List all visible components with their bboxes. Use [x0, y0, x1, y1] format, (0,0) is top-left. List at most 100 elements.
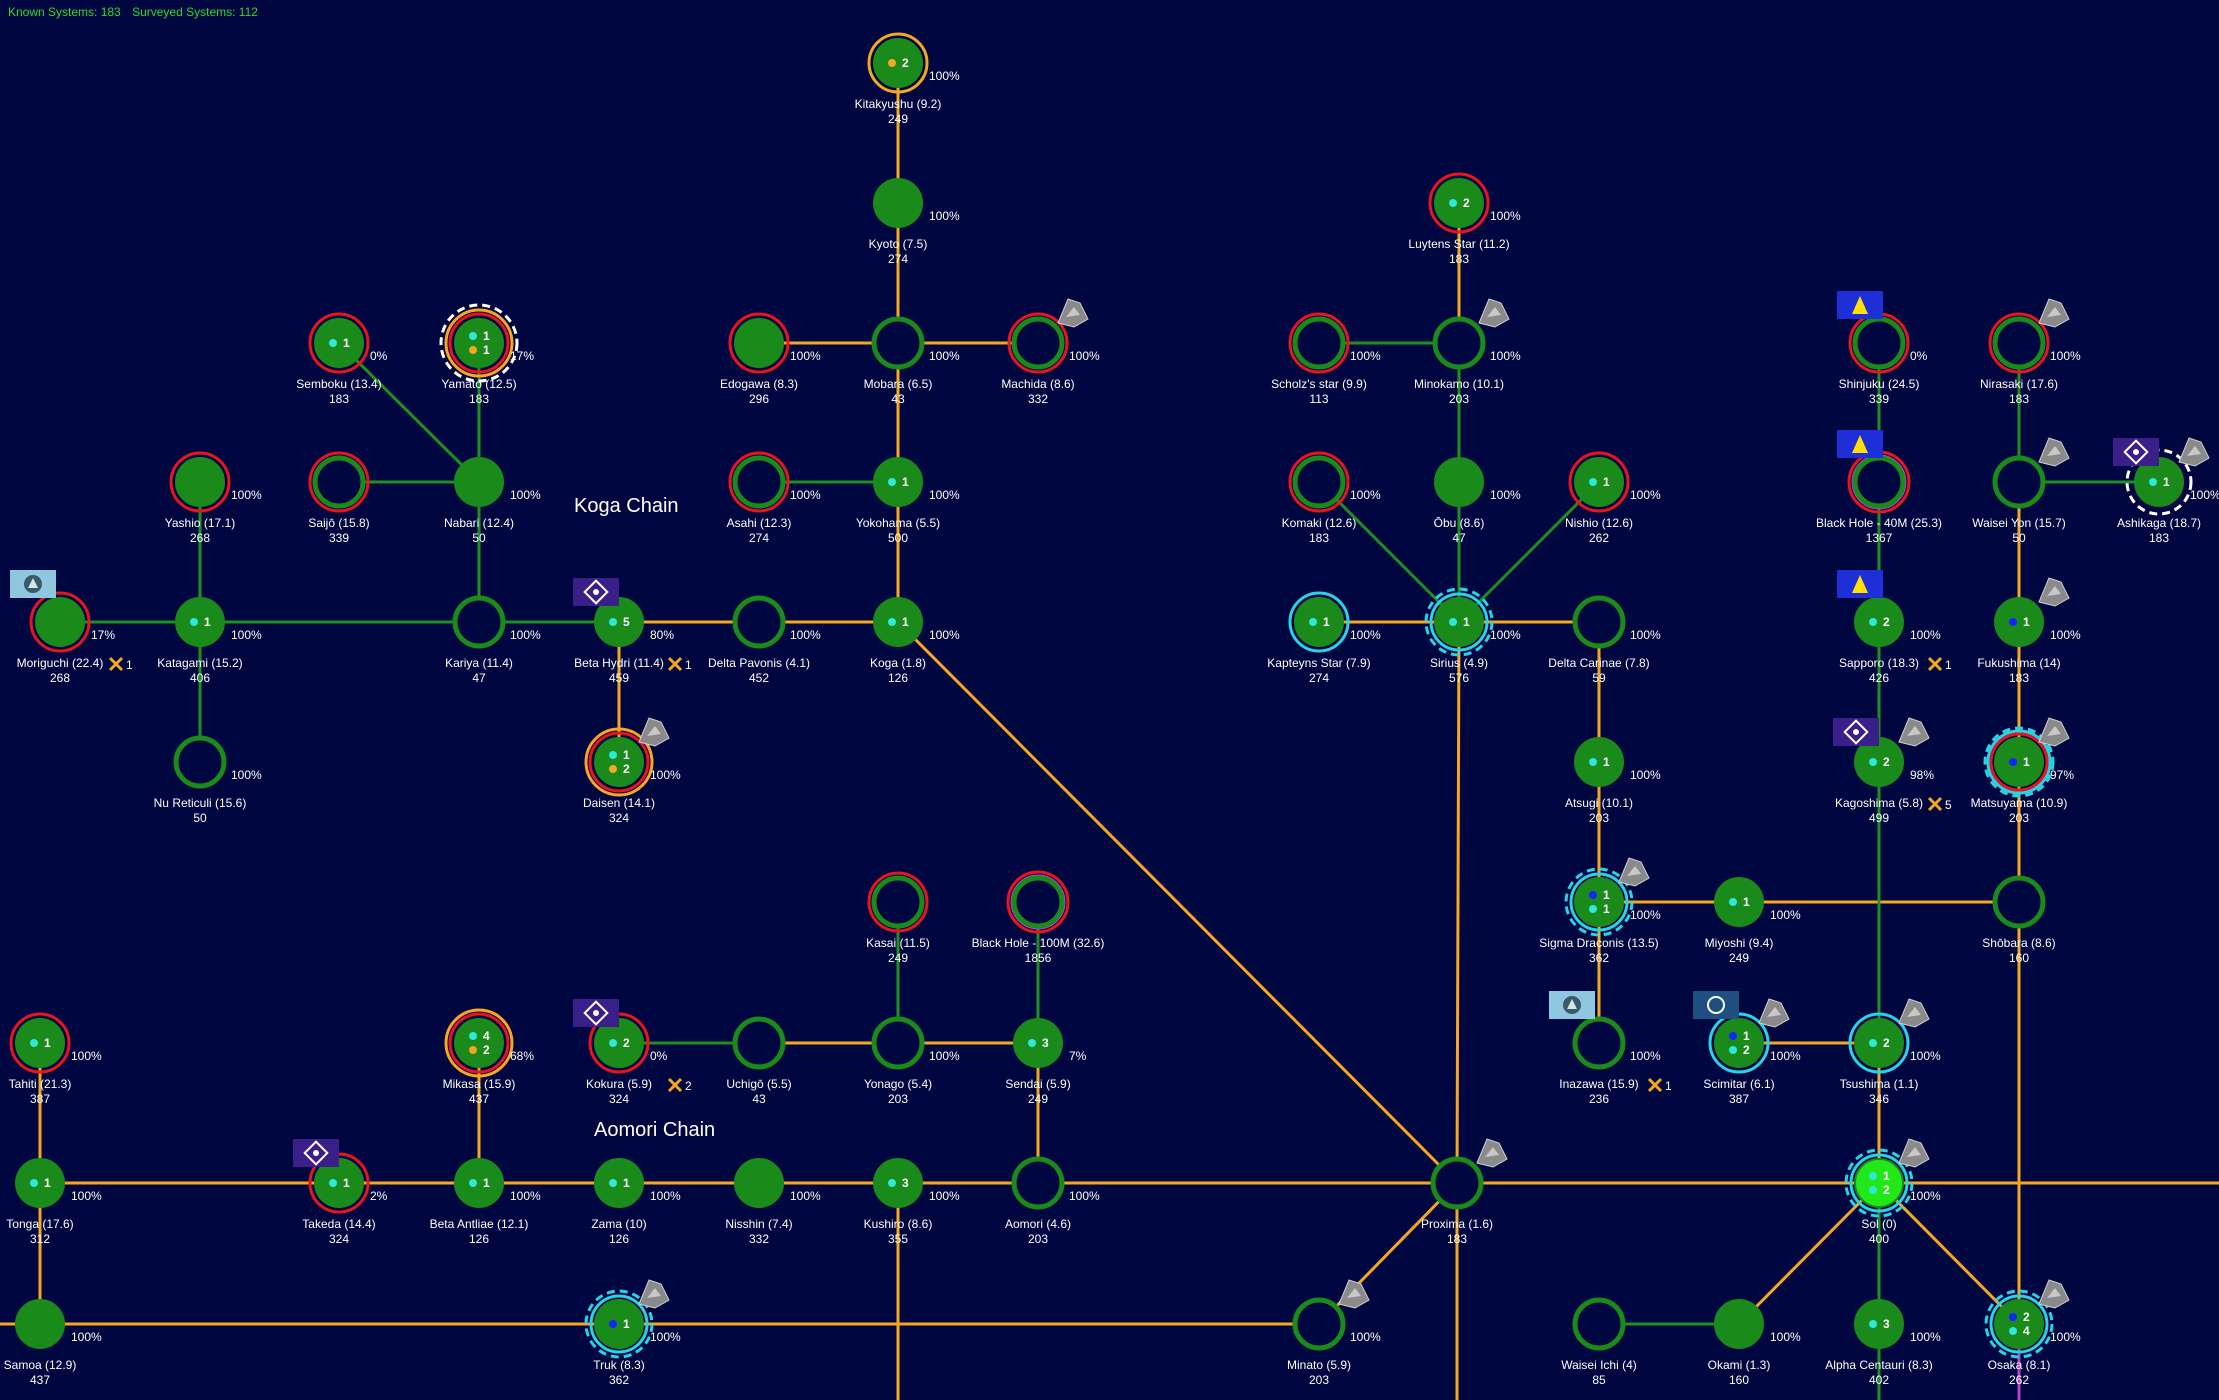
system-body[interactable]: [1434, 597, 1484, 647]
system-body[interactable]: [1852, 455, 1906, 509]
system-delta-pavonis[interactable]: 100%Delta Pavonis (4.1)452: [708, 595, 821, 685]
system-body[interactable]: [873, 457, 923, 507]
system-body[interactable]: [732, 595, 786, 649]
system-body[interactable]: [871, 316, 925, 370]
system-black-hole-40m[interactable]: Black Hole - 40M (25.3)1367: [1816, 430, 1942, 545]
system-body[interactable]: [1572, 595, 1626, 649]
system-body[interactable]: [594, 1158, 644, 1208]
system-scholzs-star[interactable]: 100%Scholz's star (9.9)113: [1271, 312, 1381, 406]
system-black-hole-100m[interactable]: Black Hole - 100M (32.6)1856: [972, 870, 1105, 965]
system-samoa[interactable]: 100%Samoa (12.9)437: [4, 1299, 102, 1387]
system-body[interactable]: [1714, 1018, 1764, 1068]
system-body[interactable]: [1574, 457, 1624, 507]
system-body[interactable]: [1011, 875, 1065, 929]
system-body[interactable]: [1574, 737, 1624, 787]
system-body[interactable]: [1852, 316, 1906, 370]
system-takeda[interactable]: 12%Takeda (14.4)324: [293, 1139, 388, 1246]
system-body[interactable]: [873, 38, 923, 88]
system-body[interactable]: [454, 1158, 504, 1208]
system-proxima[interactable]: Proxima (1.6)183: [1421, 1138, 1508, 1246]
system-body[interactable]: [594, 1299, 644, 1349]
system-body[interactable]: [454, 457, 504, 507]
system-body[interactable]: [175, 457, 225, 507]
system-mobara[interactable]: 100%Mobara (6.5)43: [864, 316, 960, 406]
system-body[interactable]: [1434, 457, 1484, 507]
system-body[interactable]: [1854, 1018, 1904, 1068]
system-body[interactable]: [173, 735, 227, 789]
system-body[interactable]: [1854, 1299, 1904, 1349]
system-body[interactable]: [734, 1158, 784, 1208]
system-body[interactable]: [1294, 597, 1344, 647]
system-body[interactable]: [312, 455, 366, 509]
system-shobara[interactable]: Shōbara (8.6)160: [1982, 875, 2056, 965]
system-body[interactable]: [594, 737, 644, 787]
system-saijo[interactable]: Saijō (15.8)339: [308, 451, 370, 545]
system-body[interactable]: [452, 595, 506, 649]
system-body[interactable]: [1994, 737, 2044, 787]
system-body[interactable]: [873, 597, 923, 647]
system-body[interactable]: [1292, 316, 1346, 370]
system-body[interactable]: [1854, 597, 1904, 647]
system-body[interactable]: [1011, 316, 1065, 370]
system-delta-carinae[interactable]: 100%Delta Carinae (7.8)59: [1548, 595, 1661, 685]
system-body[interactable]: [1992, 875, 2046, 929]
system-body[interactable]: [1013, 1018, 1063, 1068]
system-shinjuku[interactable]: 0%Shinjuku (24.5)339: [1837, 291, 1928, 406]
system-body[interactable]: [1574, 877, 1624, 927]
system-body[interactable]: [454, 318, 504, 368]
system-body[interactable]: [1434, 178, 1484, 228]
system-body[interactable]: [15, 1018, 65, 1068]
system-yashio[interactable]: 100%Yashio (17.1)268: [165, 451, 262, 545]
system-nu-reticuli[interactable]: 100%Nu Reticuli (15.6)50: [154, 735, 262, 825]
system-yonago[interactable]: 100%Yonago (5.4)203: [864, 1016, 960, 1106]
system-komaki[interactable]: 100%Komaki (12.6)183: [1282, 451, 1381, 545]
system-body[interactable]: [1992, 455, 2046, 509]
system-waisei-yon[interactable]: Waisei Yon (15.7)50: [1972, 437, 2070, 545]
system-body[interactable]: [871, 1016, 925, 1070]
system-body[interactable]: [15, 1158, 65, 1208]
system-body[interactable]: [1994, 1299, 2044, 1349]
system-kariya[interactable]: 100%Kariya (11.4)47: [445, 595, 541, 685]
system-body[interactable]: [1994, 597, 2044, 647]
system-body[interactable]: [1714, 877, 1764, 927]
system-body[interactable]: [1992, 316, 2046, 370]
system-uchigo[interactable]: Uchigō (5.5)43: [726, 1016, 792, 1106]
system-body[interactable]: [734, 318, 784, 368]
system-minato[interactable]: 100%Minato (5.9)203: [1287, 1279, 1381, 1387]
system-kyoto[interactable]: 100%Kyoto (7.5)274: [869, 178, 960, 266]
system-obu[interactable]: 100%Ōbu (8.6)47: [1434, 457, 1521, 545]
system-okami[interactable]: 100%Okami (1.3)160: [1708, 1299, 1801, 1387]
system-body[interactable]: [732, 1016, 786, 1070]
system-minokamo[interactable]: 100%Minokamo (10.1)203: [1414, 298, 1521, 406]
system-nisshin[interactable]: 100%Nisshin (7.4)332: [725, 1158, 821, 1246]
system-body[interactable]: [314, 318, 364, 368]
system-body[interactable]: [1292, 1297, 1346, 1351]
system-body[interactable]: [1714, 1299, 1764, 1349]
system-body[interactable]: [15, 1299, 65, 1349]
